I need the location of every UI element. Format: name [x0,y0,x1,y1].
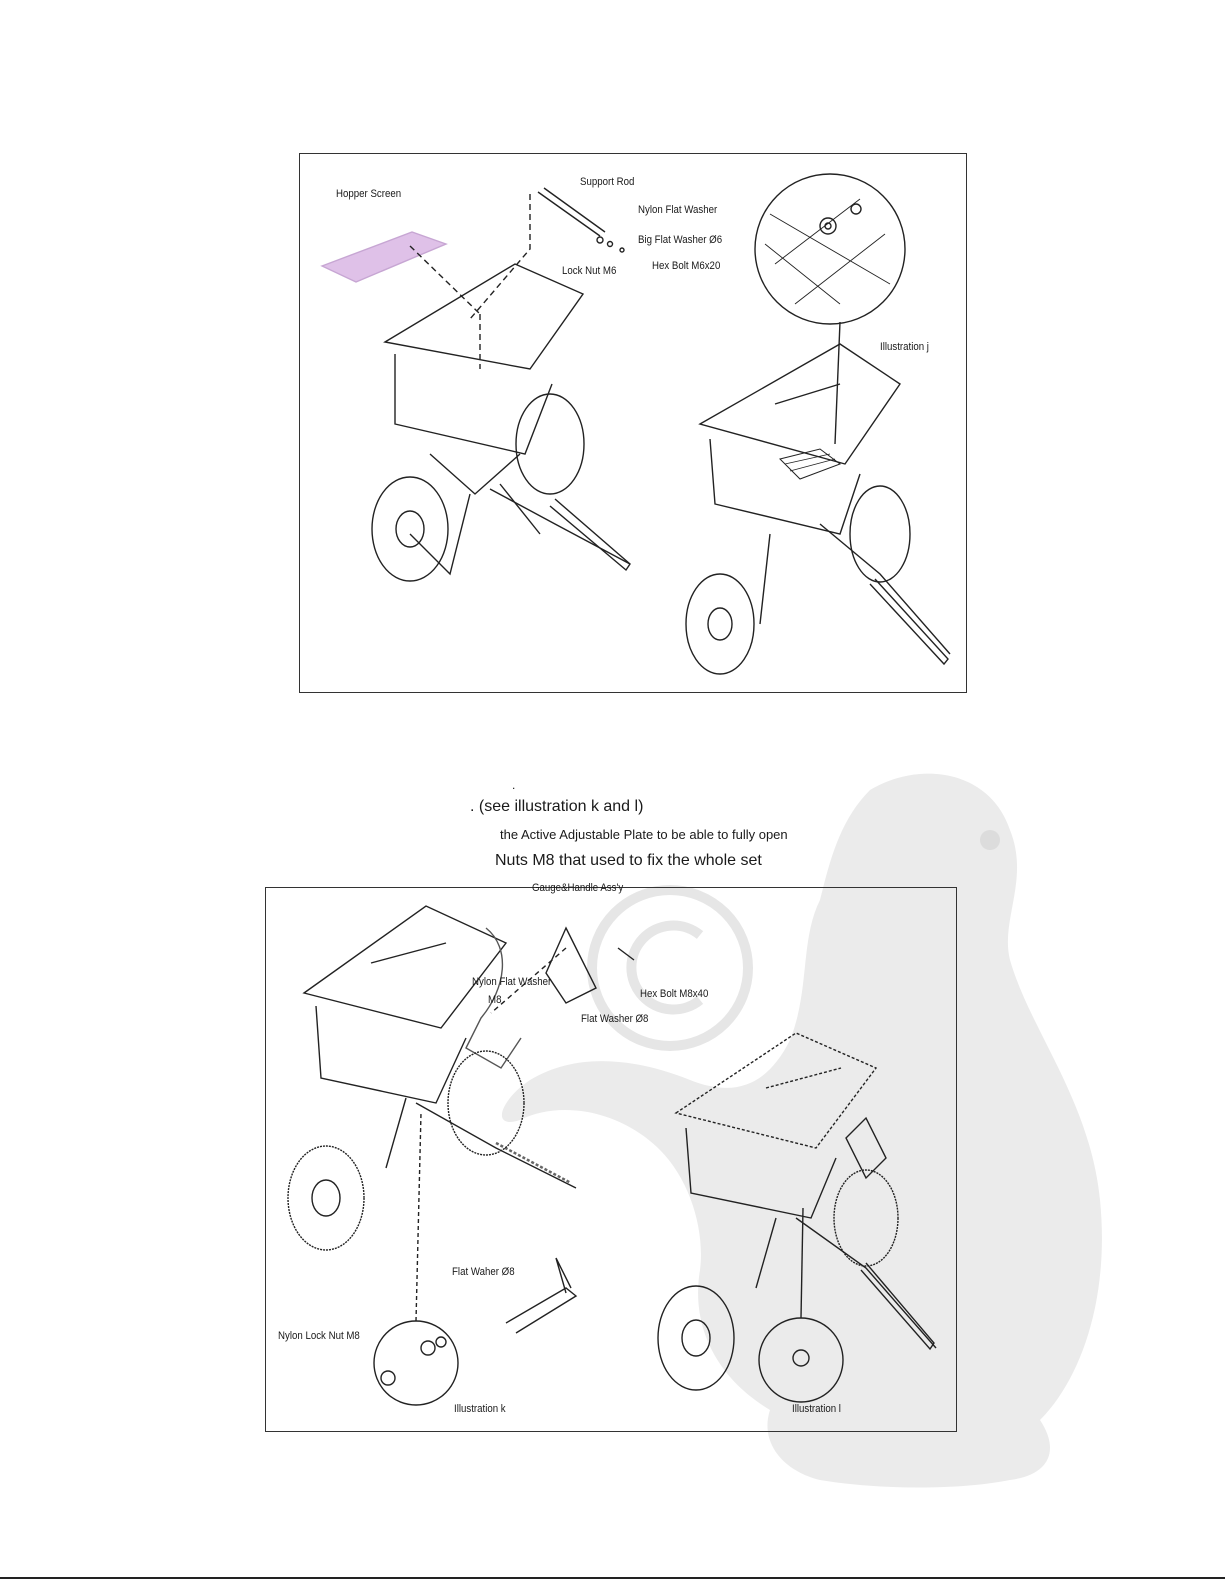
spreader-diagram-kl [287,905,937,1406]
hopper-screen-shape [320,231,448,283]
label-nylon-flat-washer-m8: Nylon Flat Washer [472,976,552,988]
instruction-line-3: Nuts M8 that used to fix the whole set [495,852,762,869]
label-illustration-l: Illustration l [792,1403,841,1415]
label-m8: M8 [488,994,502,1006]
label-hopper-screen: Hopper Screen [336,188,402,200]
instruction-line-2: the Active Adjustable Plate to be able t… [500,827,788,842]
spreader-diagram-j [320,173,951,675]
instruction-line-1: . (see illustration k and l) [470,798,644,815]
label-flat-washer-8: Flat Washer Ø8 [581,1013,649,1025]
label-big-flat-washer: Big Flat Washer Ø6 [638,234,723,246]
page-bottom-rule [0,1577,1225,1579]
label-illustration-k: Illustration k [454,1403,506,1415]
label-flat-waher-8: Flat Waher Ø8 [452,1266,515,1278]
figure-illustration-k-l: Gauge&Handle Ass'y Nylon Flat Washer M8 … [265,882,957,1432]
label-illustration-j: Illustration j [880,341,929,353]
label-hex-bolt-m6x20: Hex Bolt M6x20 [652,260,721,272]
label-lock-nut-m6: Lock Nut M6 [562,265,617,277]
dot-mark: . [512,778,516,792]
label-support-rod: Support Rod [580,176,635,188]
label-gauge-handle-assy: Gauge&Handle Ass'y [532,882,624,894]
label-hex-bolt-m8x40: Hex Bolt M8x40 [640,988,709,1000]
label-nylon-flat-washer: Nylon Flat Washer [638,204,718,216]
label-nylon-lock-nut-m8: Nylon Lock Nut M8 [278,1330,360,1342]
figure-illustration-j: Hopper Screen Support Rod Nylon Flat Was… [299,153,967,693]
